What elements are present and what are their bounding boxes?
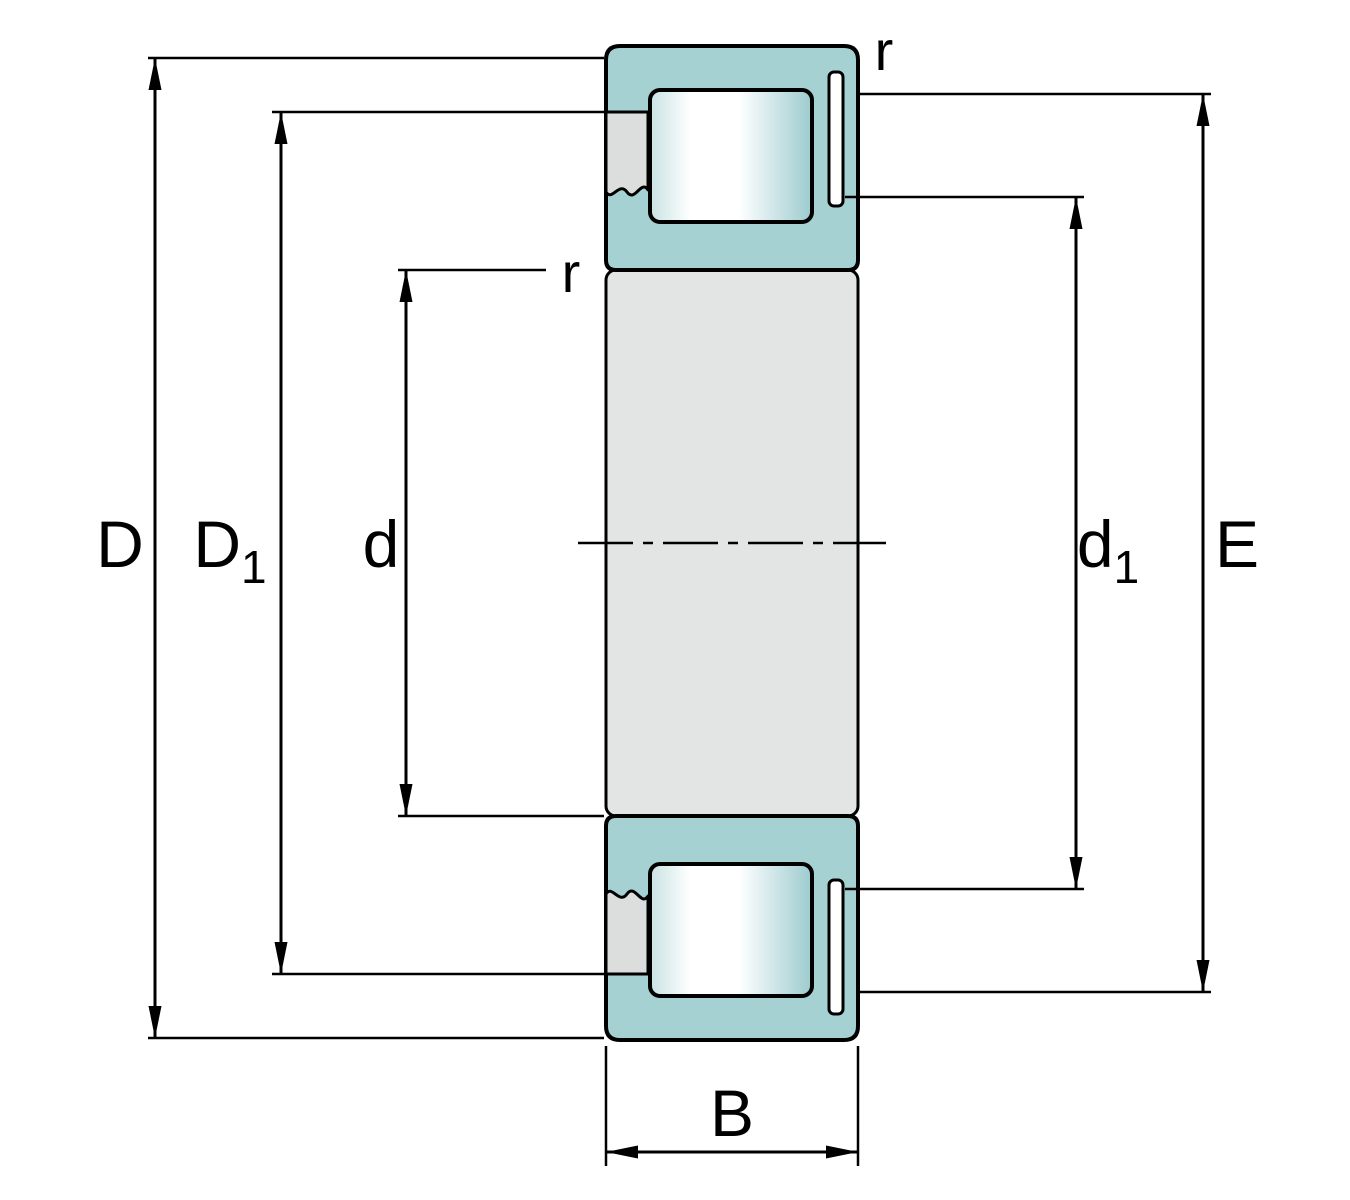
label-raceway-diameter-E: E [1215,507,1259,581]
label-width-B: B [710,1076,754,1150]
cage-top [604,110,650,197]
bearing-section [578,44,886,1042]
label-chamfer-r-outer: r [875,19,894,82]
label-bore-diameter-d: d [363,507,400,581]
loose-rib-top [827,70,845,208]
loose-rib-bottom [827,878,845,1016]
dimension-lines [148,56,1211,1166]
label-diameter-d1: d1 [1077,507,1139,593]
cage-bottom [604,889,650,976]
label-outer-diameter-D: D [96,507,144,581]
dimension-labels: D D1 d d1 E B r r [96,19,1259,1150]
label-chamfer-r-bore: r [562,241,581,304]
label-diameter-D1: D1 [193,507,266,593]
roller-top [648,88,814,224]
roller-bottom [648,862,814,998]
